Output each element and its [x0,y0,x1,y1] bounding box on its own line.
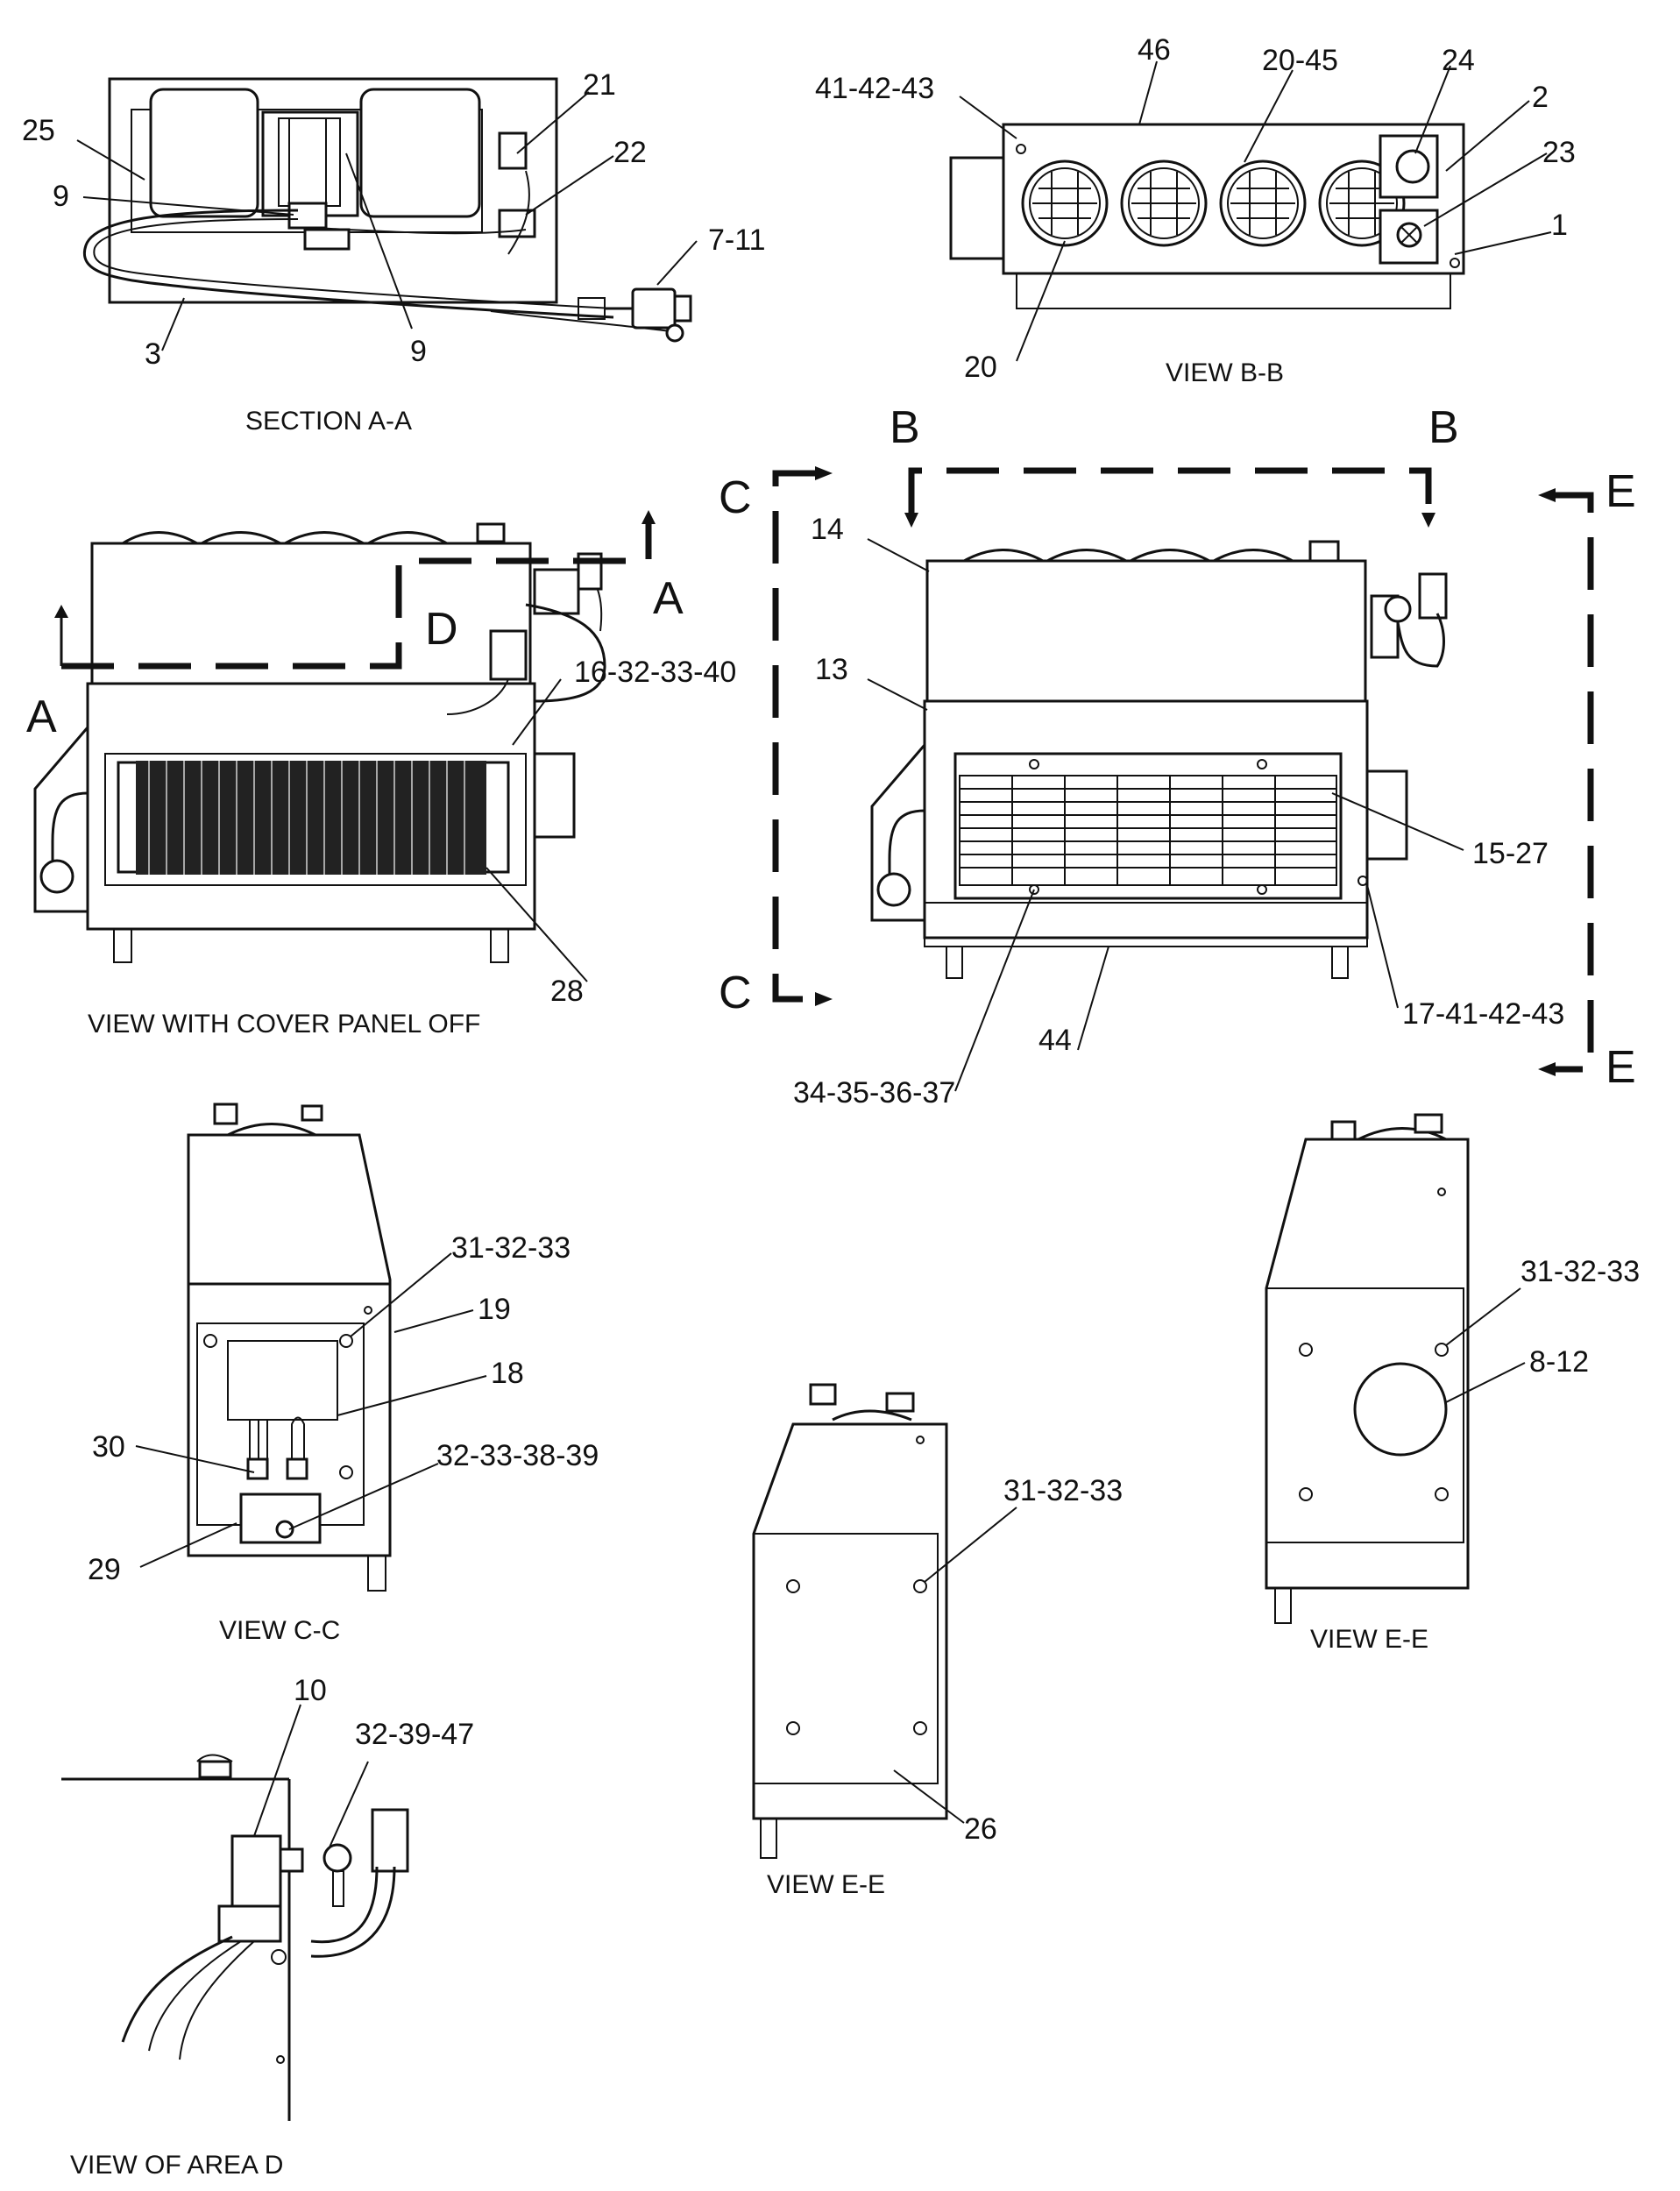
view-captions: SECTION A-A VIEW B-B VIEW WITH COVER PAN… [70,358,1428,2180]
section-marker-b-left: B [890,402,920,453]
callout-9-lower: 9 [410,335,427,368]
callout-19: 19 [478,1293,511,1326]
view-ee-middle [752,1383,948,1859]
callout-41-42-43-top: 41-42-43 [815,72,934,105]
section-marker-e-top: E [1606,466,1636,517]
callout-31-32-33-ee-mid: 31-32-33 [1003,1474,1123,1507]
section-marker-d: D [425,604,458,655]
callout-16-32-33-40: 16-32-33-40 [574,656,736,689]
callout-23: 23 [1542,136,1576,169]
view-bb-view [949,123,1465,309]
view-ee-right [1265,1113,1470,1624]
caption-view-cc: VIEW C-C [219,1616,340,1645]
section-marker-b-right: B [1428,402,1459,453]
callout-46: 46 [1138,33,1171,67]
callout-34-35-36-37: 34-35-36-37 [793,1076,955,1110]
callout-10: 10 [294,1674,327,1707]
callout-17-41-42-43: 17-41-42-43 [1402,997,1564,1031]
callout-1: 1 [1551,209,1568,242]
callout-22: 22 [613,136,647,169]
view-cc-view [187,1103,392,1592]
callout-7-11: 7-11 [708,223,766,257]
callout-20: 20 [964,351,997,384]
cover-off-view [33,510,656,963]
callout-29: 29 [88,1553,121,1586]
section-markers: A A B B C C D E E [26,402,1636,1093]
caption-cover-off: VIEW WITH COVER PANEL OFF [88,1010,480,1039]
section-marker-a-left: A [26,691,57,742]
callout-31-32-33-cc: 31-32-33 [451,1231,571,1265]
callout-44: 44 [1038,1024,1072,1057]
callout-18: 18 [491,1357,524,1390]
section-aa-view [82,77,692,343]
callout-14: 14 [811,513,844,546]
grille-3 [1219,160,1307,247]
area-d-view [61,1754,409,2121]
grille-1 [1021,160,1109,247]
front-view [772,466,1594,1076]
callout-24: 24 [1442,44,1475,77]
callouts: 25 21 22 9 9 3 7-11 41-42-43 46 20-45 24… [22,33,1640,1846]
callout-3: 3 [145,337,161,371]
section-marker-e-bottom: E [1606,1042,1636,1093]
callout-31-32-33-ee-right: 31-32-33 [1521,1255,1640,1288]
caption-area-d: VIEW OF AREA D [70,2151,283,2180]
callout-20-45: 20-45 [1262,44,1338,77]
callout-28: 28 [550,975,584,1008]
section-marker-c-bottom: C [719,968,752,1018]
callout-13: 13 [815,653,848,686]
callout-25: 25 [22,114,55,147]
caption-section-aa: SECTION A-A [245,407,412,436]
callout-21: 21 [583,68,616,102]
callout-26: 26 [964,1812,997,1846]
callout-32-39-47: 32-39-47 [355,1718,474,1751]
caption-view-bb: VIEW B-B [1166,358,1284,387]
caption-view-ee-middle: VIEW E-E [767,1870,885,1899]
section-marker-c-top: C [719,472,752,523]
callout-15-27: 15-27 [1472,837,1549,870]
caption-view-ee-right: VIEW E-E [1310,1625,1428,1654]
callout-8-12: 8-12 [1529,1345,1589,1379]
grille-2 [1120,160,1208,247]
callout-32-33-38-39: 32-33-38-39 [436,1439,599,1472]
callout-2: 2 [1532,81,1549,114]
leader-lines [76,60,1552,1850]
callout-30: 30 [92,1430,125,1464]
callout-9-upper: 9 [53,180,69,213]
section-marker-a-right: A [653,573,684,624]
